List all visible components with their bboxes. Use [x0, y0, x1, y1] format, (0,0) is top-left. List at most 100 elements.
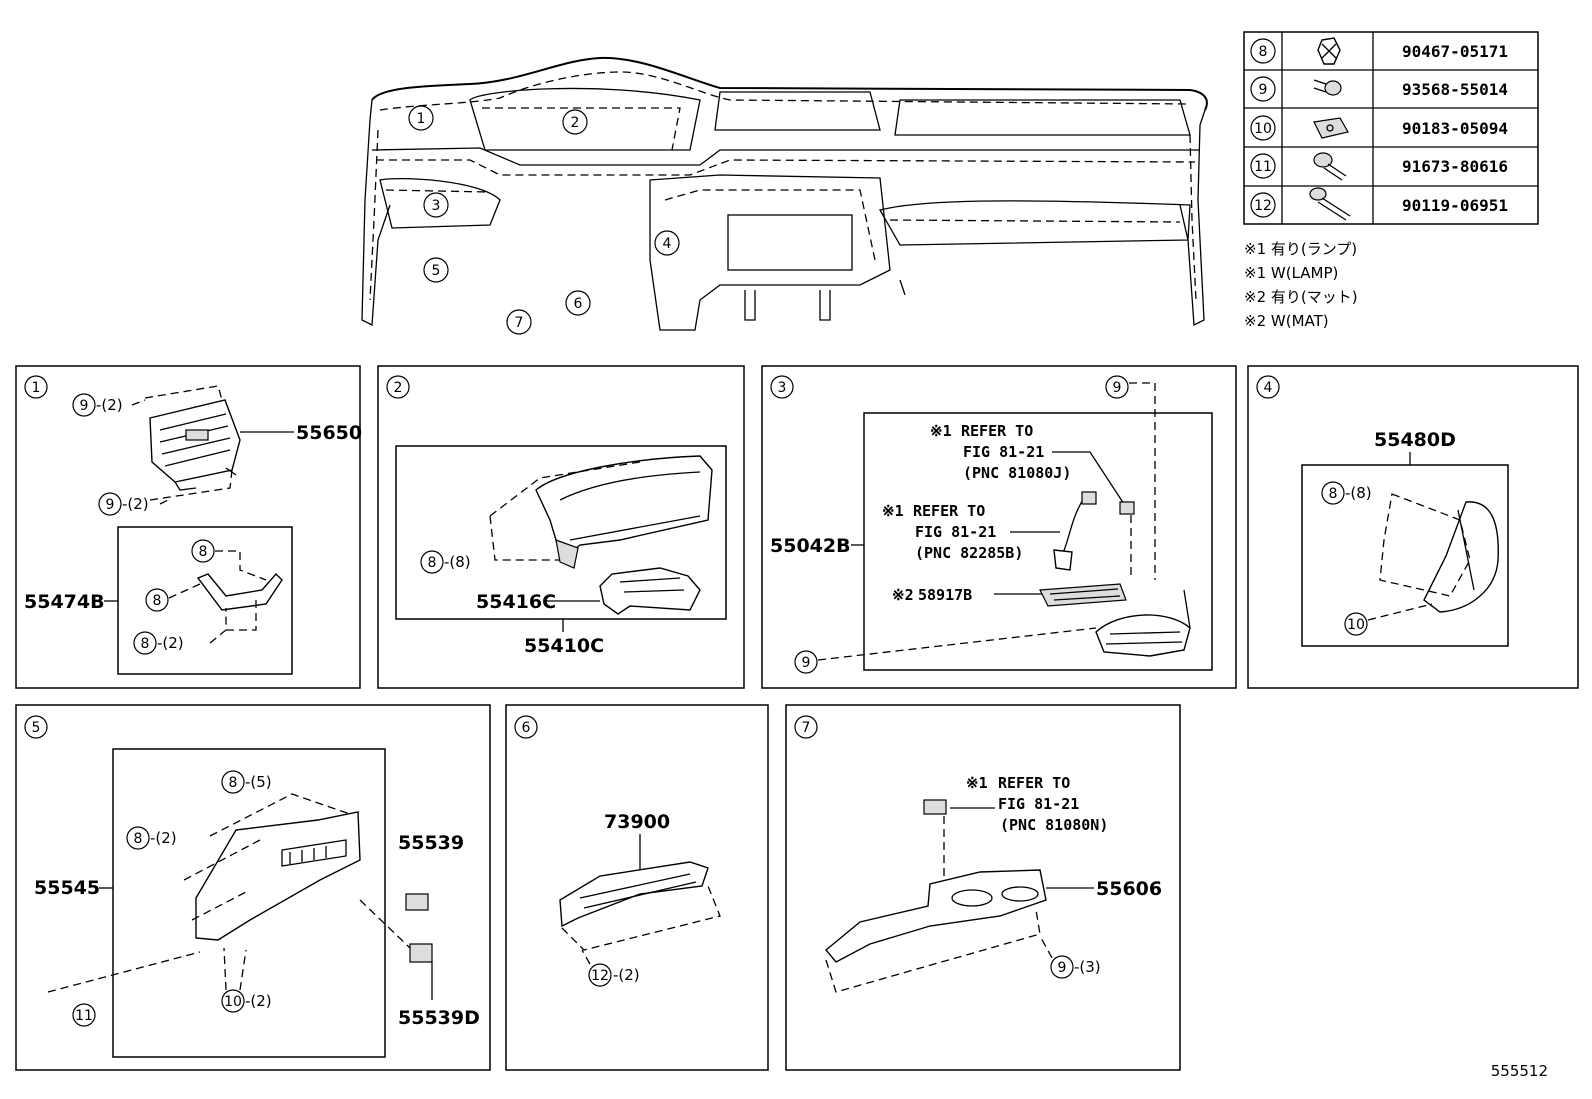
- legend-part-number: 91673-80616: [1402, 157, 1508, 176]
- center-brace-part: [559, 861, 709, 928]
- legend-part-number: 93568-55014: [1402, 80, 1508, 99]
- part-label: 55480D: [1374, 429, 1456, 451]
- legend-ref: 8: [1259, 44, 1268, 60]
- note-2: ※1 W(LAMP): [1244, 264, 1338, 282]
- callout: 8: [141, 636, 150, 652]
- nut-clip-icon: [1313, 117, 1349, 139]
- legend-row: 12 90119-06951: [1250, 187, 1508, 221]
- part-label: 73900: [604, 811, 670, 833]
- callout: 12: [591, 968, 609, 984]
- overview-callout-3: 3: [432, 198, 441, 214]
- callout-qty: -(5): [245, 773, 272, 791]
- part-label: 55650: [296, 422, 362, 444]
- ref-mark: ※1: [966, 774, 988, 792]
- callout: 8: [153, 593, 162, 609]
- legend-ref: 12: [1254, 198, 1272, 214]
- note-3: ※2 有り(マット): [1244, 288, 1358, 306]
- lamp-part: [923, 799, 947, 815]
- callout: 8: [134, 831, 143, 847]
- clip-icon: [1317, 37, 1341, 65]
- part-label: 55539: [398, 832, 464, 854]
- panel-3: 3 9 ※1 REFER TO FIG 81-21 (PNC 81080J) ※…: [761, 365, 1237, 689]
- callout: 9: [1113, 380, 1122, 396]
- knee-panel-part: [1423, 501, 1499, 613]
- part-label: 55474B: [24, 591, 105, 613]
- ref-text: FIG 81-21: [963, 443, 1044, 461]
- panel-number: 4: [1264, 380, 1273, 396]
- callout: 8: [1329, 486, 1338, 502]
- ref-text: FIG 81-21: [998, 795, 1079, 813]
- tray-part: [1095, 589, 1191, 657]
- ref-text: (PNC 81080J): [963, 464, 1071, 482]
- ref-mark: ※1: [930, 422, 952, 440]
- callout: 8: [229, 775, 238, 791]
- panel-5: 5 8 -(5) 8 -(2) 55545 10 -(2) 11 55539: [15, 704, 491, 1071]
- legend-row: 10 90183-05094: [1250, 115, 1508, 141]
- legend-row: 11 91673-80616: [1250, 152, 1508, 181]
- note-4: ※2 W(MAT): [1244, 312, 1329, 330]
- legend-ref: 10: [1254, 121, 1272, 137]
- callout-qty: -(2): [96, 396, 123, 414]
- panel-number: 5: [32, 720, 41, 736]
- meter-hood-part: [535, 455, 713, 569]
- ref-text: (PNC 81080N): [1000, 816, 1108, 834]
- legend-ref: 9: [1259, 82, 1268, 98]
- callout-qty: -(2): [150, 829, 177, 847]
- screw-icon: [1313, 79, 1342, 96]
- fastener-legend-table: 8 90467-05171 9 93568-55014 10 90183-050: [1243, 31, 1539, 225]
- callout-qty: -(2): [245, 992, 272, 1010]
- panel-number: 1: [32, 380, 41, 396]
- panel-6: 6 73900 12 -(2): [505, 704, 769, 1071]
- figure-code: 555512: [1491, 1062, 1548, 1080]
- part-label: 55416C: [476, 591, 556, 613]
- part-label: 55606: [1096, 878, 1162, 900]
- overview-callout-7: 7: [515, 315, 524, 331]
- overview-callout-6: 6: [574, 296, 583, 312]
- overview-callout-1: 1: [417, 111, 426, 127]
- part-label: 58917B: [918, 586, 972, 604]
- callout: 9: [106, 497, 115, 513]
- legend-row: 8 90467-05171: [1250, 37, 1508, 65]
- legend-ref: 11: [1254, 159, 1272, 175]
- switch-part: [405, 893, 429, 911]
- callout-qty: -(3): [1074, 958, 1101, 976]
- callout-qty: -(2): [613, 966, 640, 984]
- overview-callout-2: 2: [571, 115, 580, 131]
- callout: 10: [224, 994, 242, 1010]
- ref-mark: ※1: [882, 502, 904, 520]
- legend-part-number: 90119-06951: [1402, 196, 1508, 215]
- callout-qty: -(8): [1345, 484, 1372, 502]
- legend-row: 9 93568-55014: [1250, 76, 1508, 102]
- panel-1: 1 55650 9 -(2) 9 -(2) 8 8 8 -(2): [15, 365, 362, 689]
- part-label: 55539D: [398, 1007, 480, 1029]
- bolt-icon: [1313, 152, 1347, 181]
- switch-part: [409, 943, 433, 963]
- panel-number: 7: [802, 720, 811, 736]
- lower-panel-part: [195, 811, 361, 941]
- long-bolt-icon: [1309, 187, 1351, 221]
- part-label: 55410C: [524, 635, 604, 657]
- ref-text: REFER TO: [998, 774, 1070, 792]
- note-1: ※1 有り(ランプ): [1244, 240, 1357, 258]
- callout: 9: [802, 655, 811, 671]
- legend-part-number: 90467-05171: [1402, 42, 1508, 61]
- overview-callout-5: 5: [432, 263, 441, 279]
- panel-2: 2 8 -(8) 55416C 55410C: [377, 365, 745, 689]
- callout: 10: [1347, 617, 1365, 633]
- callout: 8: [199, 544, 208, 560]
- callout: 11: [75, 1008, 93, 1024]
- ref-mark: ※2: [892, 586, 914, 604]
- ref-text: REFER TO: [961, 422, 1033, 440]
- ref-text: FIG 81-21: [915, 523, 996, 541]
- ref-text: (PNC 82285B): [915, 544, 1023, 562]
- trim-strip-part: [196, 572, 283, 611]
- callout: 9: [80, 398, 89, 414]
- ref-text: REFER TO: [913, 502, 985, 520]
- callout-qty: -(2): [122, 495, 149, 513]
- connector-part: [1119, 501, 1135, 515]
- overview-callout-4: 4: [663, 236, 672, 252]
- part-label: 55545: [34, 877, 100, 899]
- callout-qty: -(8): [444, 553, 471, 571]
- notes: ※1 有り(ランプ) ※1 W(LAMP) ※2 有り(マット) ※2 W(MA…: [1244, 240, 1358, 330]
